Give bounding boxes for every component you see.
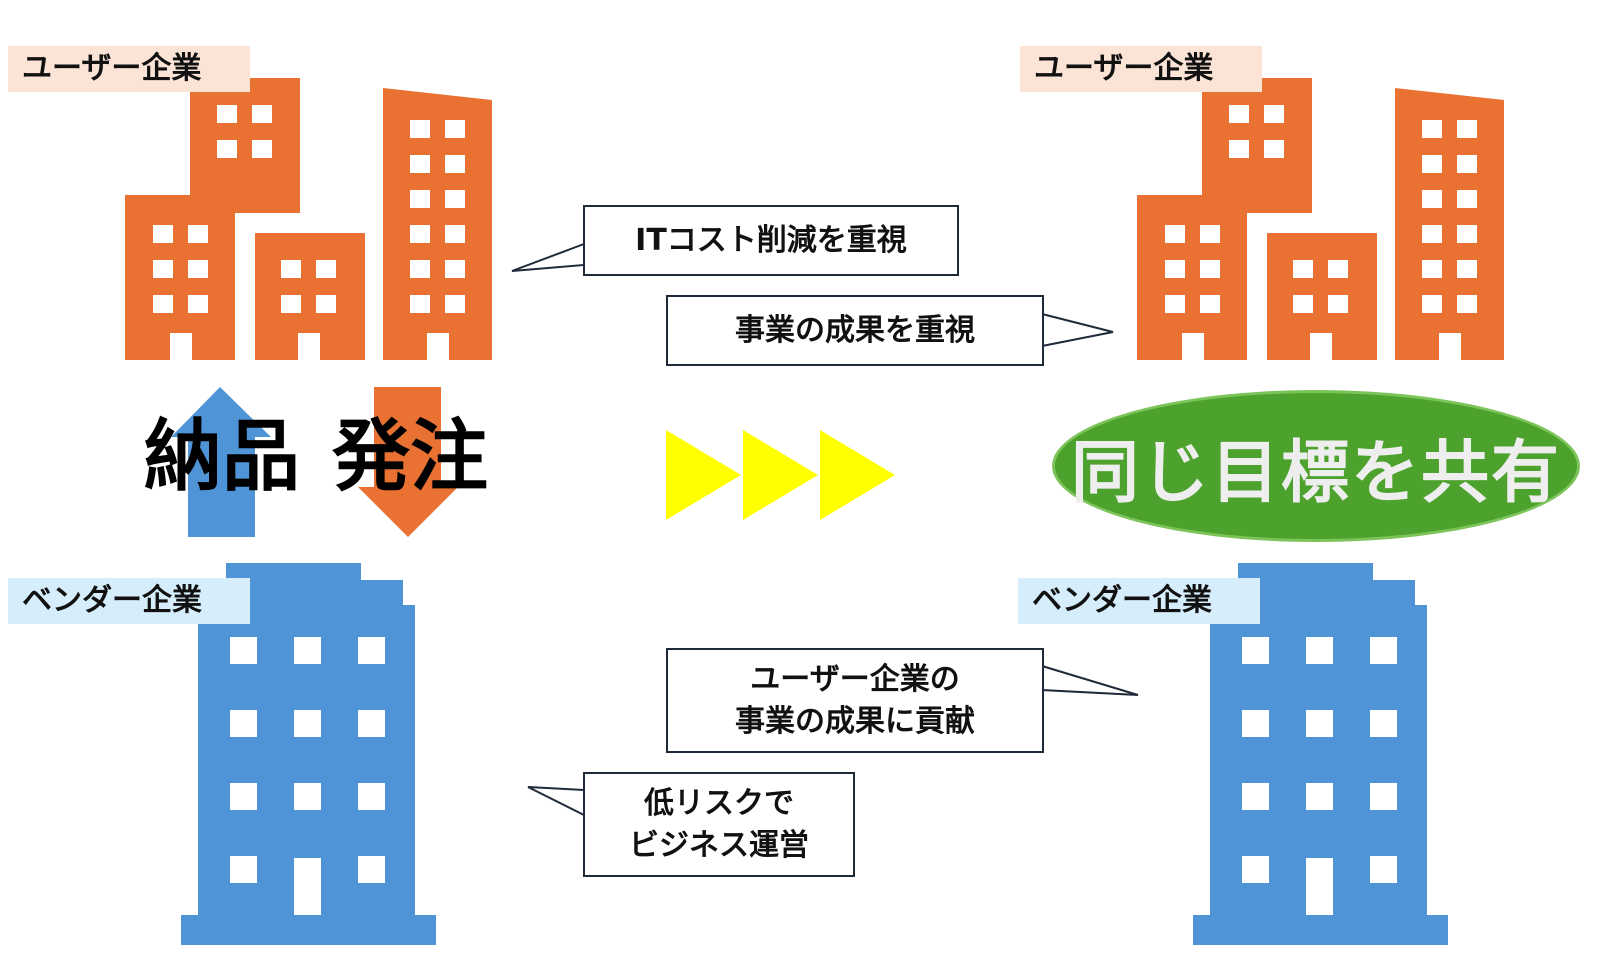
bubble-text-line1: 低リスクで — [644, 785, 794, 821]
arrow-down-icon — [358, 387, 458, 537]
delivery-label: 納品 — [144, 412, 301, 502]
bubble-text: 事業の成果を重視 — [735, 312, 975, 348]
vendor-company-label-left: ベンダー企業 — [8, 578, 250, 624]
vendor-left-speech-bubble: 低リスクで ビジネス運営 — [583, 772, 855, 877]
bubble-text: ITコスト削減を重視 — [635, 222, 907, 258]
vendor-right-speech-bubble: ユーザー企業の 事業の成果に貢献 — [666, 648, 1044, 753]
speech-bubble-tail — [1041, 312, 1114, 348]
speech-bubble-tail — [511, 242, 585, 272]
user-buildings-icon-left — [125, 78, 492, 360]
bubble-text-line2: 事業の成果に貢献 — [735, 703, 975, 739]
bubble-text-line2: ビジネス運営 — [629, 827, 809, 863]
forward-chevrons-icon — [666, 430, 895, 520]
user-company-label-right: ユーザー企業 — [1020, 46, 1262, 92]
user-left-speech-bubble: ITコスト削減を重視 — [583, 205, 959, 276]
speech-bubble-tail — [527, 786, 585, 817]
order-label: 発注 — [332, 412, 489, 502]
user-company-label-left: ユーザー企業 — [8, 46, 250, 92]
user-buildings-icon-right — [1137, 78, 1504, 360]
shared-goal-ellipse: 同じ目標を共有 — [1052, 390, 1580, 542]
speech-bubble-tail — [1041, 664, 1139, 696]
shared-goal-text: 同じ目標を共有 — [1070, 433, 1561, 513]
user-right-speech-bubble: 事業の成果を重視 — [666, 295, 1044, 366]
arrow-up-icon — [171, 387, 271, 537]
vendor-company-label-right: ベンダー企業 — [1018, 578, 1260, 624]
bubble-text-line1: ユーザー企業の — [750, 661, 960, 697]
